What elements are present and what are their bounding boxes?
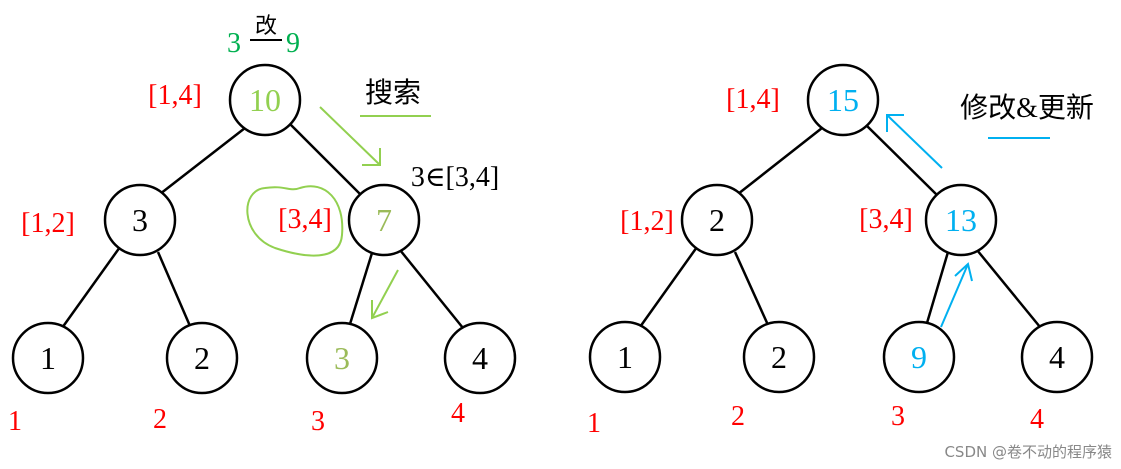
leaf-node: [443, 321, 517, 395]
leaf-node: [742, 320, 816, 394]
highlight-blob: [246, 185, 344, 257]
interval-label: [1,2]: [620, 206, 674, 237]
leaf-index: 4: [1030, 404, 1044, 435]
node-value: 1: [40, 340, 56, 376]
edge: [865, 124, 939, 197]
leaf-index: 4: [451, 398, 465, 429]
interval-label: [3,4]: [859, 204, 913, 235]
edge: [348, 252, 374, 325]
search-arrow-icon: [319, 106, 381, 166]
leaf-node: [165, 321, 239, 395]
node-value: 4: [472, 340, 488, 376]
edge: [289, 123, 363, 197]
leaf-index: 2: [153, 404, 167, 435]
node-value: 2: [709, 202, 725, 238]
edge: [638, 246, 699, 328]
update-arrow-icon: [940, 262, 973, 328]
right-tree: 15 2 13 1 2 9 4 [1,4] [1,2] [3,4] 1 2 3 …: [587, 63, 1094, 439]
old-value: 3: [227, 28, 241, 59]
change-word: 改: [255, 13, 277, 38]
edge: [159, 127, 246, 195]
leaf-index: 3: [891, 401, 905, 432]
search-label: 搜索: [365, 77, 421, 109]
edge: [156, 251, 192, 327]
interval-label: [1,4]: [726, 84, 780, 115]
node-value: 4: [1049, 339, 1065, 375]
edge: [60, 246, 122, 329]
interval-label: [3,4]: [278, 204, 332, 235]
leaf-node: [1020, 320, 1094, 394]
left-tree: 10 3 7 1 2 3 4 [1,4] [1,2] [3,4] 1 2 3 4…: [8, 13, 517, 437]
node-value: 15: [827, 82, 859, 118]
edge: [737, 127, 823, 195]
leaf-node: [11, 321, 85, 395]
node-value: 2: [771, 339, 787, 375]
node-value: 1: [617, 339, 633, 375]
leaf-index: 1: [587, 408, 601, 439]
tree-node: [924, 183, 998, 257]
interval-label: [1,4]: [148, 80, 202, 111]
membership-label: 3∈[3,4]: [411, 162, 499, 193]
new-value: 9: [286, 28, 300, 59]
tree-node: [347, 183, 421, 257]
node-value: 2: [194, 340, 210, 376]
search-arrow-icon: [371, 269, 399, 320]
node-value: 7: [376, 202, 392, 238]
edge: [399, 249, 464, 329]
edge: [733, 251, 770, 326]
update-arrow-icon: [886, 114, 943, 169]
edge: [925, 251, 950, 324]
edge: [976, 249, 1041, 328]
tree-node-root: [228, 63, 302, 137]
leaf-node: [882, 320, 956, 394]
tree-node-root: [806, 63, 880, 137]
leaf-index: 1: [8, 406, 22, 437]
leaf-node: [305, 321, 379, 395]
node-value: 10: [249, 82, 281, 118]
node-value: 13: [945, 202, 977, 238]
node-value: 3: [334, 340, 350, 376]
node-value: 3: [132, 202, 148, 238]
leaf-index: 2: [731, 401, 745, 432]
tree-node: [680, 183, 754, 257]
watermark: CSDN @卷不动的程序猿: [944, 443, 1112, 461]
leaf-node: [588, 320, 662, 394]
interval-label: [1,2]: [21, 208, 75, 239]
tree-node: [103, 183, 177, 257]
update-label: 修改&更新: [960, 92, 1094, 124]
node-value: 9: [911, 339, 927, 375]
leaf-index: 3: [311, 406, 325, 437]
